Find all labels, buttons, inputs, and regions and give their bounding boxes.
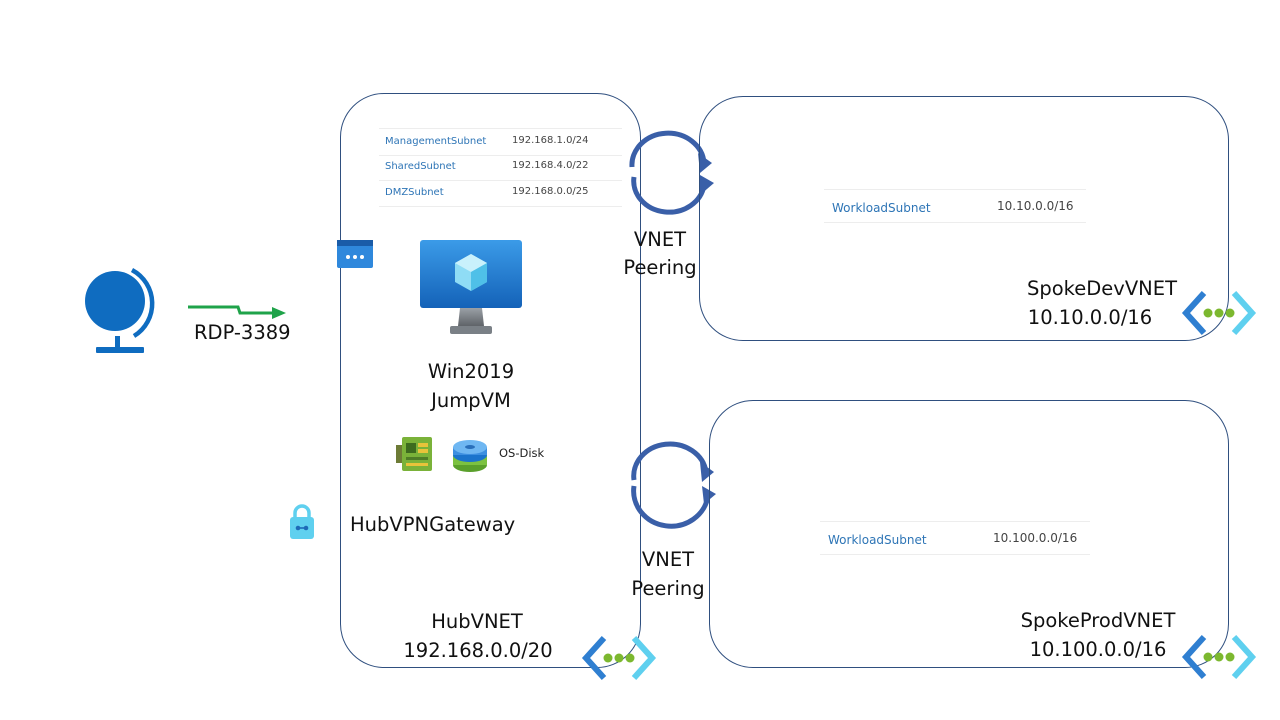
subnet-row: SharedSubnet 192.168.4.0/22 (379, 154, 622, 181)
peering-arrows-icon (629, 130, 714, 215)
spoke-dev-vnet-box (699, 96, 1229, 341)
subnet-row: DMZSubnet 192.168.0.0/25 (379, 180, 622, 207)
vnet-icon (1181, 290, 1257, 336)
hub-subnet-table: ManagementSubnet 192.168.1.0/24 SharedSu… (379, 128, 622, 208)
vpn-gateway-lock-icon (290, 504, 314, 539)
spoke-dev-subnet-table: WorkloadSubnet 10.10.0.0/16 (824, 189, 1086, 223)
os-disk-label: OS-Disk (499, 446, 545, 460)
subnet-name[interactable]: WorkloadSubnet (828, 533, 927, 547)
peering-label-line2: Peering (631, 577, 705, 600)
spoke-prod-vnet-name: SpokeProdVNET (1020, 609, 1176, 632)
subnet-cidr: 10.100.0.0/16 (993, 531, 1078, 545)
hub-vnet-cidr: 192.168.0.0/20 (403, 639, 553, 662)
subnet-name[interactable]: SharedSubnet (385, 161, 456, 172)
subnet-name[interactable]: WorkloadSubnet (832, 201, 931, 215)
vpn-gateway-label: HubVPNGateway (350, 513, 516, 536)
vnet-icon (581, 635, 657, 681)
spoke-prod-vnet-box (709, 400, 1229, 668)
subnet-cidr: 192.168.1.0/24 (512, 135, 589, 146)
hub-vnet-box (340, 93, 641, 668)
subnet-cidr: 10.10.0.0/16 (997, 199, 1074, 213)
vm-name-line2: JumpVM (431, 389, 511, 412)
subnet-cidr: 192.168.4.0/22 (512, 160, 589, 171)
peering-label-line1: VNET (641, 548, 695, 571)
globe-icon (85, 268, 155, 353)
peering-label-line2: Peering (623, 256, 697, 279)
rdp-label: RDP-3389 (194, 321, 291, 344)
spoke-dev-vnet-name: SpokeDevVNET (1027, 277, 1177, 300)
subnet-cidr: 192.168.0.0/25 (512, 186, 589, 197)
virtual-machine-icon (420, 240, 522, 334)
subnet-name[interactable]: DMZSubnet (385, 187, 444, 198)
disk-icon (453, 440, 487, 472)
vm-name-line1: Win2019 (427, 360, 515, 383)
peering-label-line1: VNET (633, 228, 687, 251)
spoke-dev-vnet-cidr: 10.10.0.0/16 (1027, 306, 1153, 329)
subnet-row: WorkloadSubnet 10.100.0.0/16 (820, 521, 1090, 555)
peering-arrows-icon (631, 441, 716, 529)
subnet-row: WorkloadSubnet 10.10.0.0/16 (824, 189, 1086, 223)
application-window-icon (337, 240, 373, 268)
rdp-arrow (188, 305, 286, 319)
subnet-row: ManagementSubnet 192.168.1.0/24 (379, 128, 622, 156)
spoke-prod-subnet-table: WorkloadSubnet 10.100.0.0/16 (820, 521, 1090, 555)
hub-vnet-name: HubVNET (431, 610, 523, 633)
vnet-icon (1181, 634, 1257, 680)
spoke-prod-vnet-cidr: 10.100.0.0/16 (1029, 638, 1167, 661)
subnet-name[interactable]: ManagementSubnet (385, 136, 487, 147)
network-interface-icon (396, 437, 432, 471)
